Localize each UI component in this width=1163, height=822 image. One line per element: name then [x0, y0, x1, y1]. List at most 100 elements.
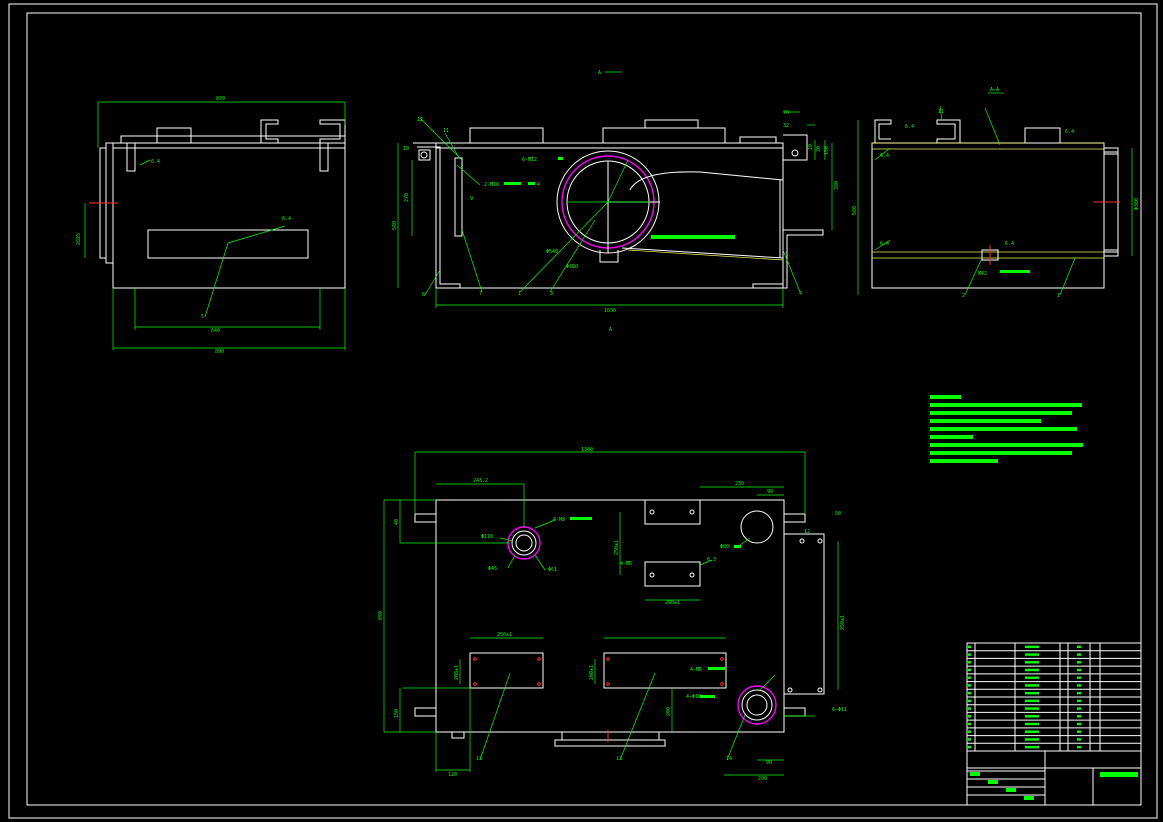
title-block-cell-mark: [968, 699, 971, 703]
plan-dim-200b: 200: [758, 776, 767, 782]
plan-callout-3: Φ45: [488, 566, 497, 572]
plan-dim-243: 243.2: [473, 478, 488, 484]
title-block-cell-mark: [1025, 691, 1039, 695]
title-block-cell-mark: [968, 684, 971, 687]
outer-frame: [8, 3, 1158, 819]
right-dim-dia: Φ300: [1134, 198, 1140, 210]
right-callout-8: 1: [1057, 293, 1060, 299]
plan-callout-7: Φ80: [720, 544, 729, 550]
plan-dim-230: 230: [735, 481, 744, 487]
title-block-cell-mark: [1025, 699, 1039, 703]
title-block-cell-mark: [968, 730, 971, 733]
title-block-cell-mark: [968, 668, 971, 672]
plan-dim-250: 250±1: [614, 540, 620, 555]
section-marker-a: A: [598, 70, 601, 76]
plan-dim-90: 90: [767, 489, 773, 495]
title-block-cell-mark: [1025, 668, 1039, 672]
plan-dim-150: 150: [394, 709, 400, 718]
title-block-entry-mark: [1024, 796, 1034, 800]
front-callout-11: 7: [479, 291, 482, 297]
plan-dim-40: 40: [394, 519, 400, 525]
title-block-cell-mark: [1077, 684, 1081, 687]
right-callout-2: 6.4: [905, 124, 914, 130]
right-callout-4: 6.4: [880, 153, 889, 159]
left-view-dim-height: 2825: [76, 233, 82, 245]
title-block-cell-mark: [1077, 676, 1081, 679]
title-block-cell-mark: [1077, 707, 1081, 710]
front-dim-4: 30: [816, 146, 822, 152]
right-dim-m: M42: [978, 271, 987, 277]
title-block-cell-mark: [1025, 715, 1039, 718]
title-block-cell-mark: [1077, 653, 1081, 656]
inner-frame: [26, 12, 1142, 806]
title-block-cell-mark: [1025, 722, 1039, 726]
plan-callout-9: 4-Φ18: [686, 694, 701, 700]
right-callout-7: 2: [962, 293, 965, 299]
front-dim-3: 10: [808, 144, 814, 150]
title-block-cell-mark: [968, 676, 971, 679]
title-block-cell-mark: [1025, 745, 1039, 749]
front-callout-12: 4: [799, 291, 802, 297]
title-block-cell-mark: [968, 691, 971, 695]
front-callout-8: 10: [403, 146, 409, 152]
right-callout-3: 6.4: [1065, 129, 1074, 135]
title-block-entry-mark: [1006, 788, 1016, 792]
right-callout-5: 6.4: [880, 241, 889, 247]
title-block-cell-mark: [968, 707, 971, 710]
left-view-dim-inner: 640: [211, 328, 220, 334]
right-dim-height: 580: [852, 206, 858, 215]
right-view: A-A 580 Φ300 M42 11 6.4 6.4 6.4 6.4 6.4 …: [852, 87, 1140, 299]
plan-callout-1: 4-M8: [553, 517, 565, 523]
left-view-label-3: 5: [201, 314, 204, 320]
plan-view: 1340 890 243.2 230 90 50 40 250±1 200±1 …: [378, 447, 847, 782]
title-block-cell-mark: [1077, 730, 1081, 733]
plan-callout-11: 13: [616, 756, 622, 762]
left-view-label-1: 6.4: [151, 159, 160, 165]
left-view-label-2: 6.4: [282, 216, 291, 222]
front-callout-4: Φ540: [546, 249, 558, 255]
title-block-cell-mark: [1025, 645, 1039, 649]
title-block-cell-mark: [1025, 730, 1039, 733]
title-block-cell-mark: [1077, 691, 1081, 695]
front-callout-6: 12: [417, 117, 423, 123]
left-view-dim-top: 870: [216, 96, 225, 102]
title-block-cell-mark: [1077, 738, 1081, 741]
plan-dim-90b: 90: [766, 760, 772, 766]
title-block-cell-mark: [968, 722, 971, 726]
plan-dim-200: 200±1: [665, 600, 680, 606]
front-dim-9: 1030: [604, 308, 616, 314]
title-block-cell-mark: [1077, 668, 1081, 672]
front-callout-13: 3: [550, 291, 553, 297]
title-block-cell-mark: [968, 653, 971, 656]
left-view: 870 2825 640 890 6.4 6.4 5: [76, 96, 346, 355]
plan-dim-top: 1340: [581, 447, 593, 453]
plan-callout-4: Φ61: [548, 567, 557, 573]
title-block-cell-mark: [968, 745, 971, 749]
plan-callout-8: 4-M6: [690, 667, 702, 673]
title-block-cell-mark: [968, 661, 971, 664]
front-dim-6: 380: [834, 181, 840, 190]
plan-dim-v2: 200±1: [589, 665, 595, 680]
section-marker-a-bottom: A: [609, 327, 612, 333]
section-title-aa: A-A: [990, 87, 999, 93]
front-view: A: [392, 70, 840, 333]
title-block: [966, 642, 1142, 806]
right-callout-6: 6.4: [1005, 241, 1014, 247]
plan-dim-250b: 250±1: [497, 632, 512, 638]
front-callout-1: 6-M12: [522, 157, 537, 163]
front-callout-14: 1: [518, 291, 521, 297]
title-block-cell-mark: [968, 738, 971, 741]
title-block-cell-mark: [1077, 661, 1081, 664]
left-view-dim-bottom: 890: [215, 349, 224, 355]
plan-dim-50: 50: [835, 511, 841, 517]
title-block-entry-mark: [988, 780, 998, 784]
front-callout-10: 8: [422, 292, 425, 298]
plan-callout-6: 6.3: [707, 557, 716, 563]
title-block-cell-mark: [1025, 676, 1039, 679]
title-block-cell-mark: [968, 645, 971, 649]
plan-callout-5: 4-M6: [620, 561, 632, 567]
title-block-cell-mark: [1077, 645, 1081, 649]
plan-callout-14: 6-Φ11: [832, 707, 847, 713]
front-callout-5: Φ380: [566, 264, 578, 270]
